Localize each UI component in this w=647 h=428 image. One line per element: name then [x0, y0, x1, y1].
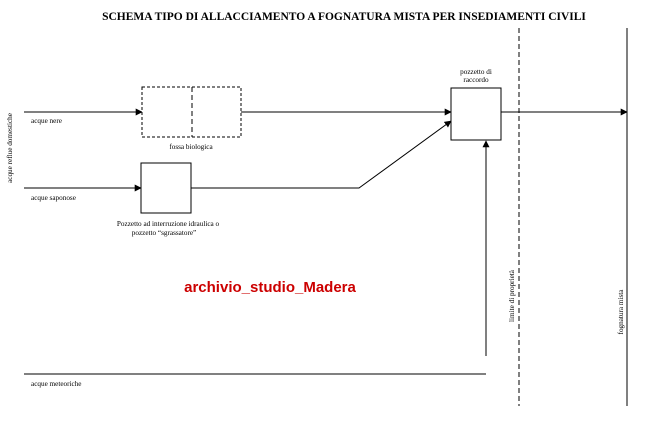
pozzetto-raccordo-box [450, 87, 502, 141]
label-acque-saponose: acque saponose [31, 194, 76, 202]
label-pozzetto-raccordo-line2: raccordo [463, 76, 489, 84]
label-acque-meteoriche: acque meteoriche [31, 380, 81, 388]
label-acque-nere: acque nere [31, 117, 62, 125]
label-pozzetto-interruzione-line1: Pozzetto ad interruzione idraulica o [117, 220, 220, 228]
diagram-title: SCHEMA TIPO DI ALLACCIAMENTO A FOGNATURA… [102, 11, 586, 23]
pozzetto-interruzione-box [140, 162, 192, 214]
watermark-text: archivio_studio_Madera [184, 279, 356, 296]
label-pozzetto-raccordo-line1: pozzetto di [460, 68, 492, 76]
label-fognatura-mista: fognatura mista [617, 289, 625, 335]
label-limite-proprieta: limite di proprietà [508, 269, 516, 322]
label-acque-reflue-domestiche: acque reflue domestiche [6, 113, 14, 183]
label-pozzetto-interruzione-line2: pozzetto “sgrassatore” [132, 229, 196, 237]
saponose-to-raccordo-line [191, 120, 452, 189]
label-fossa-biologica: fossa biologica [169, 143, 213, 151]
